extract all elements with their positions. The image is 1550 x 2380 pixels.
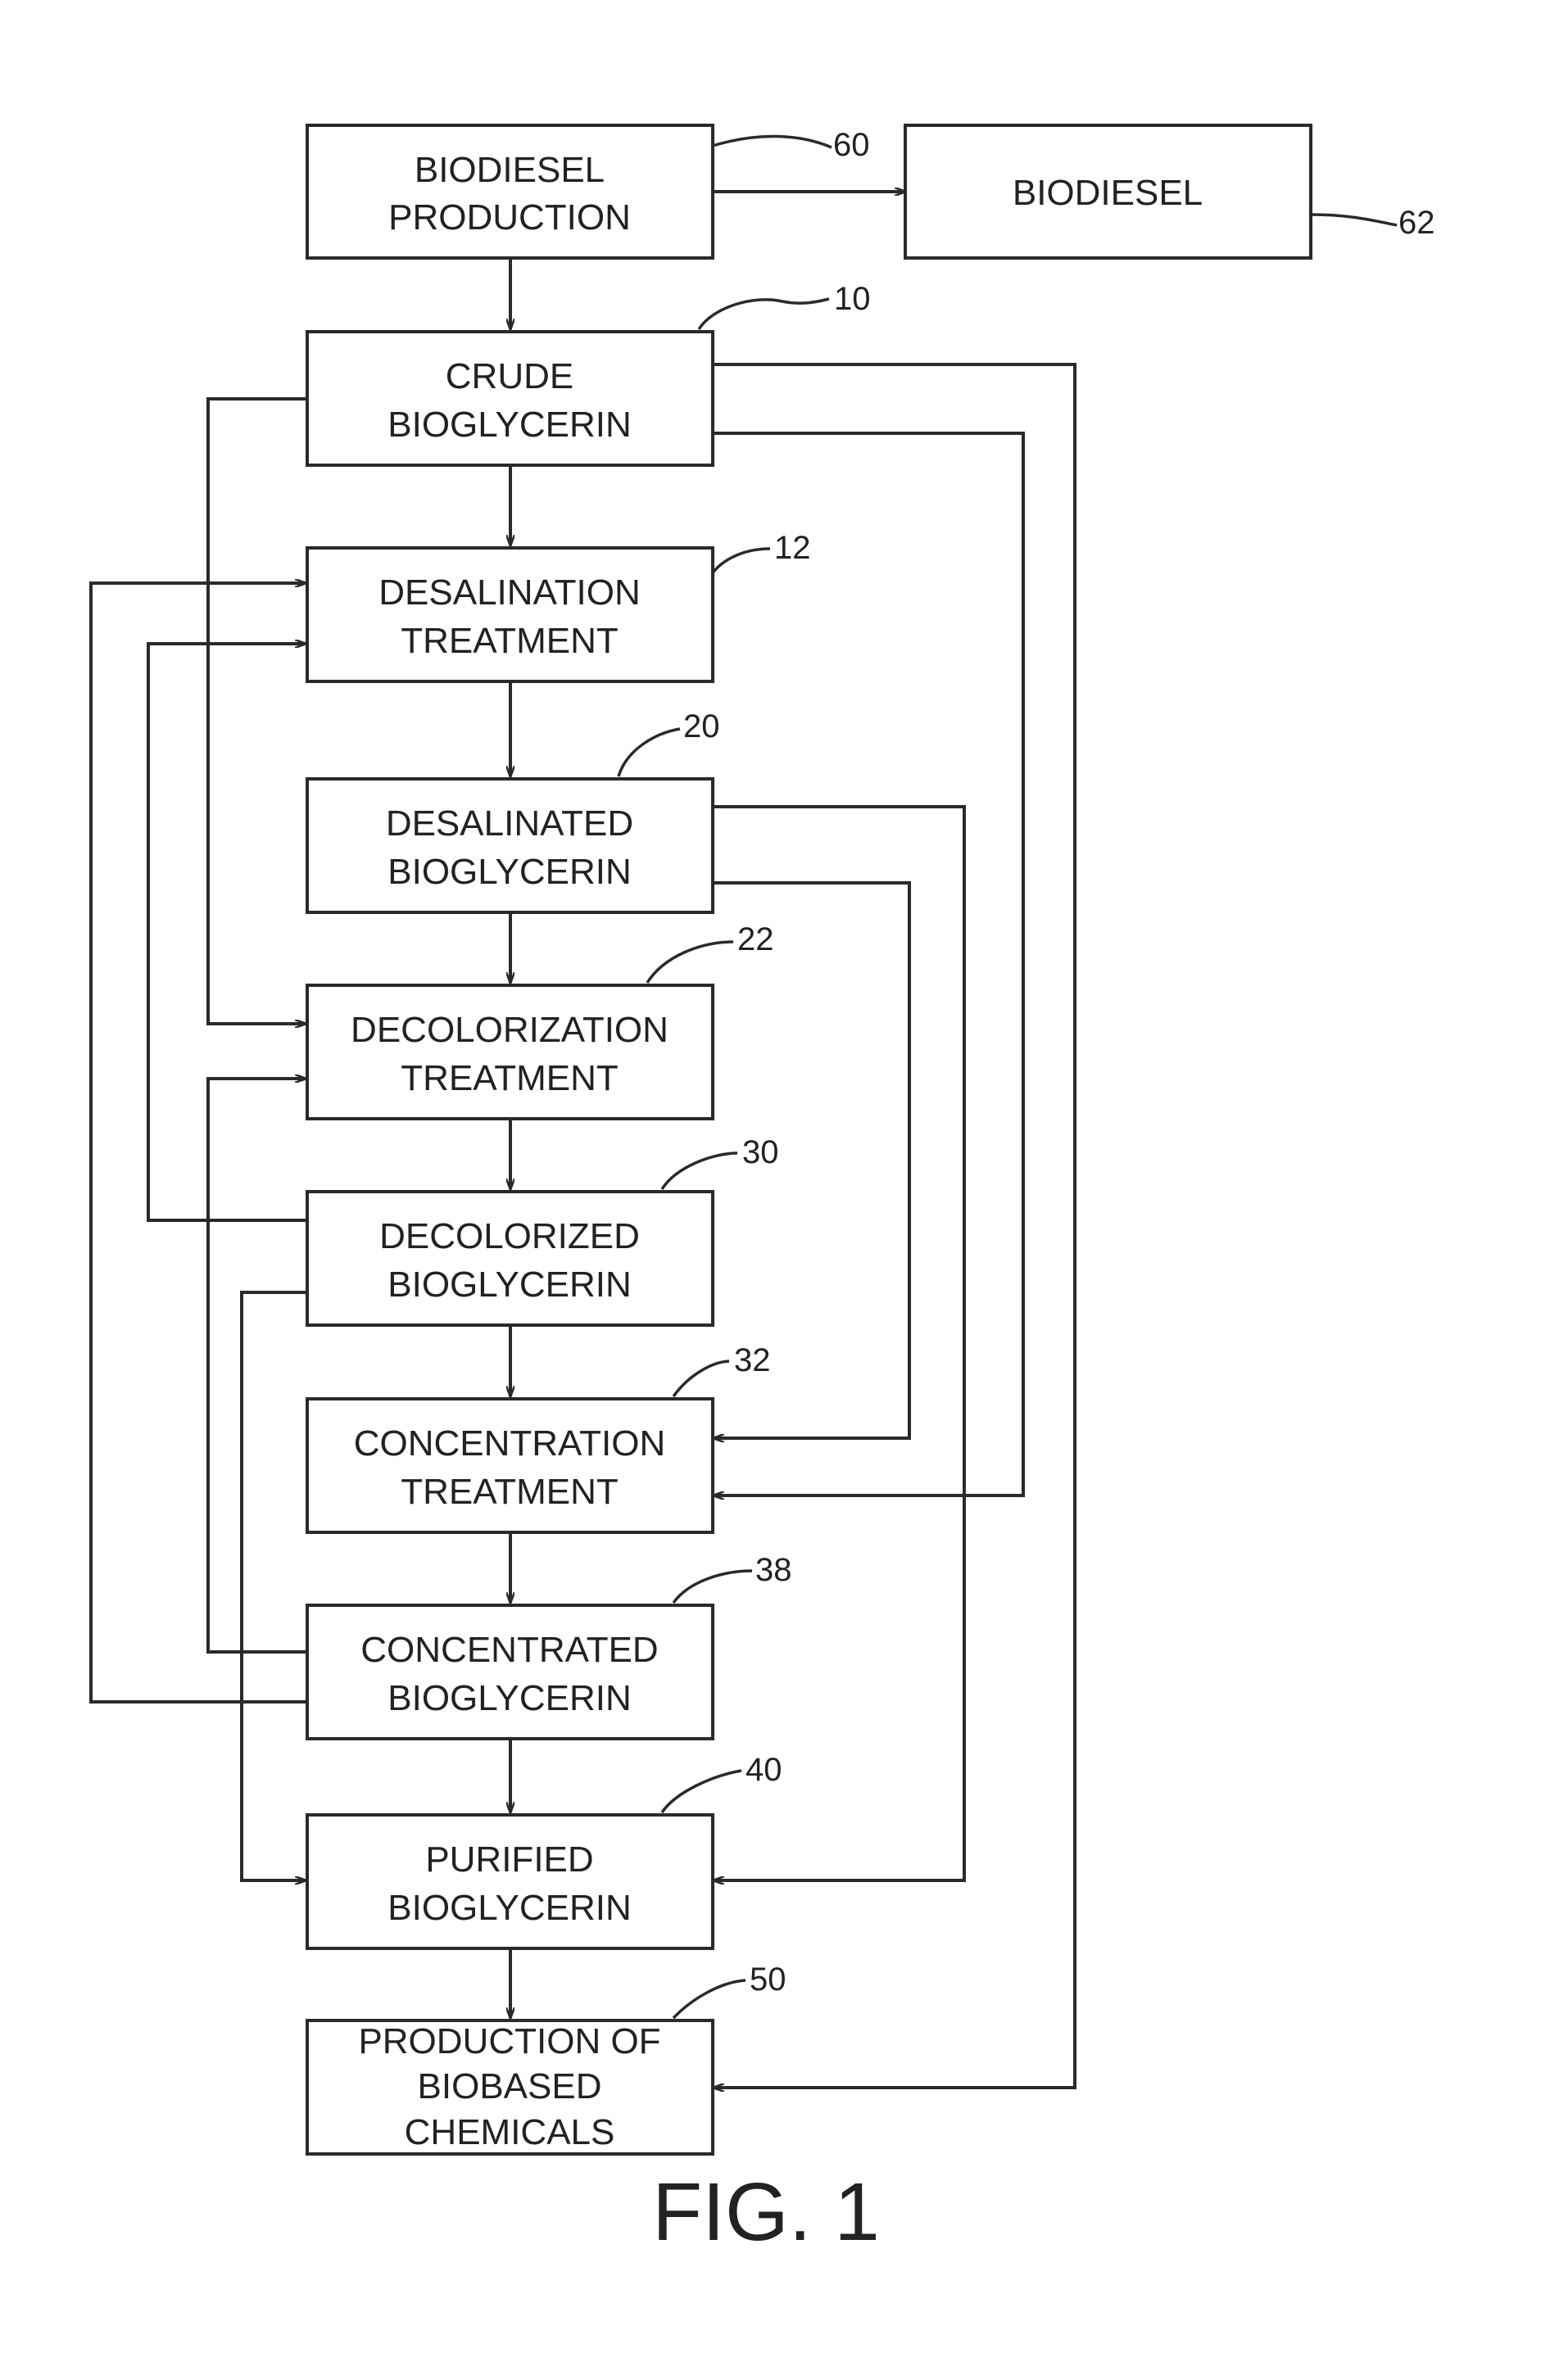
- figure-label: FIG. 1: [652, 2166, 880, 2258]
- concentrated-bioglycerin-line-1: CONCENTRATED: [360, 1630, 658, 1670]
- biodiesel-production-line-1: BIODIESEL: [415, 150, 605, 190]
- concentrated-bioglycerin-line-2: BIOGLYCERIN: [388, 1678, 631, 1718]
- leader-62: [1311, 215, 1397, 225]
- ref-60: 60: [833, 127, 870, 163]
- purified-bioglycerin-line-2: BIOGLYCERIN: [388, 1888, 631, 1928]
- connectors: [91, 192, 1075, 2088]
- ref-10: 10: [834, 281, 871, 317]
- reference-numerals: 60 62 10 12 20 22 30 32 38 40 50: [683, 127, 1435, 1998]
- biodiesel-label: BIODIESEL: [1013, 173, 1203, 213]
- desalination-treatment-line-1: DESALINATION: [378, 572, 640, 613]
- line-decolorized-to-desalination: [148, 644, 307, 1220]
- line-concentrated-to-decolorization: [208, 1079, 307, 1652]
- desalinated-bioglycerin-line-2: BIOGLYCERIN: [388, 852, 631, 892]
- ref-50: 50: [750, 1961, 786, 1998]
- biobased-chemicals-line-1: PRODUCTION OF: [358, 2021, 660, 2061]
- leader-30: [662, 1153, 737, 1189]
- leader-50: [673, 1980, 746, 2018]
- concentration-treatment-line-1: CONCENTRATION: [354, 1423, 666, 1464]
- leader-22: [647, 942, 733, 983]
- biobased-chemicals-line-2: BIOBASED: [418, 2066, 602, 2106]
- desalinated-bioglycerin-line-1: DESALINATED: [386, 803, 633, 844]
- desalination-treatment-box: DESALINATION TREATMENT: [307, 548, 713, 681]
- decolorized-bioglycerin-line-2: BIOGLYCERIN: [388, 1265, 631, 1305]
- line-concentrated-to-desalination: [91, 583, 307, 1702]
- biobased-chemicals-line-3: CHEMICALS: [405, 2112, 615, 2152]
- line-crude-to-concentration: [712, 433, 1023, 1495]
- leader-12: [713, 549, 770, 573]
- concentration-treatment-box: CONCENTRATION TREATMENT: [307, 1399, 713, 1532]
- decolorized-bioglycerin-box: DECOLORIZED BIOGLYCERIN: [307, 1192, 713, 1325]
- ref-30: 30: [742, 1134, 779, 1170]
- decolorized-bioglycerin-line-1: DECOLORIZED: [379, 1216, 640, 1256]
- decolorization-treatment-line-1: DECOLORIZATION: [351, 1010, 668, 1050]
- leader-32: [673, 1361, 729, 1396]
- ref-12: 12: [774, 530, 811, 566]
- decolorization-treatment-box: DECOLORIZATION TREATMENT: [307, 985, 713, 1119]
- ref-62: 62: [1398, 205, 1435, 241]
- production-of-biobased-chemicals-box: PRODUCTION OF BIOBASED CHEMICALS: [307, 2020, 713, 2154]
- crude-bioglycerin-line-1: CRUDE: [446, 356, 573, 396]
- ref-32: 32: [734, 1342, 771, 1378]
- leader-60: [713, 136, 832, 147]
- leader-20: [619, 729, 680, 776]
- ref-38: 38: [755, 1552, 792, 1588]
- concentrated-bioglycerin-box: CONCENTRATED BIOGLYCERIN: [307, 1605, 713, 1739]
- line-crude-to-chemicals: [712, 364, 1075, 2088]
- line-decolorized-to-purified: [242, 1292, 307, 1880]
- biodiesel-production-box: BIODIESEL PRODUCTION: [307, 125, 713, 258]
- concentration-treatment-line-2: TREATMENT: [401, 1472, 619, 1512]
- purified-bioglycerin-box: PURIFIED BIOGLYCERIN: [307, 1815, 713, 1948]
- leader-10: [699, 299, 829, 329]
- desalination-treatment-line-2: TREATMENT: [401, 621, 619, 661]
- crude-bioglycerin-line-2: BIOGLYCERIN: [388, 405, 631, 445]
- decolorization-treatment-line-2: TREATMENT: [401, 1058, 619, 1098]
- crude-bioglycerin-box: CRUDE BIOGLYCERIN: [307, 332, 713, 465]
- ref-20: 20: [683, 708, 720, 744]
- leader-38: [673, 1571, 752, 1603]
- reference-leaders: [619, 136, 1397, 2018]
- ref-22: 22: [737, 921, 774, 957]
- purified-bioglycerin-line-1: PURIFIED: [425, 1839, 593, 1880]
- ref-40: 40: [746, 1752, 782, 1788]
- desalinated-bioglycerin-box: DESALINATED BIOGLYCERIN: [307, 779, 713, 912]
- line-crude-to-decolorization: [208, 399, 307, 1024]
- leader-40: [662, 1771, 741, 1812]
- biodiesel-box: BIODIESEL: [905, 125, 1311, 258]
- biodiesel-production-line-2: PRODUCTION: [388, 197, 631, 238]
